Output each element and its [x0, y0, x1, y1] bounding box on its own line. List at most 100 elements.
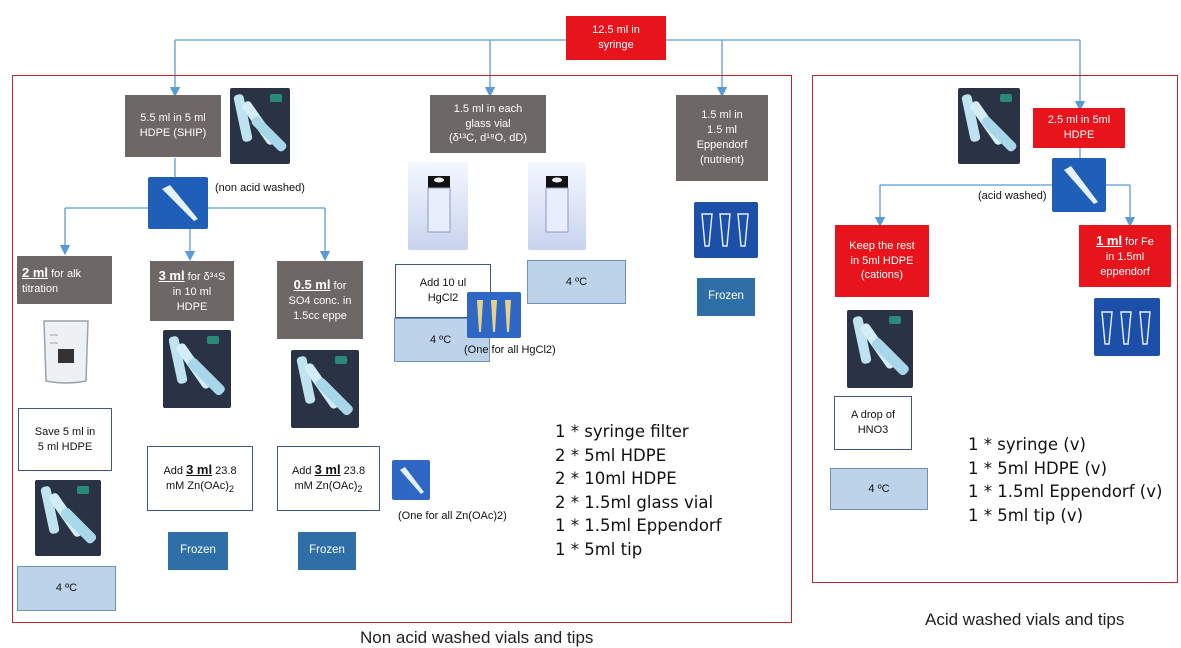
epp-line1: 1.5 ml in — [701, 109, 743, 122]
tube-photo-svg — [233, 94, 287, 152]
left-list-item: 1 * 1.5ml Eppendorf — [555, 516, 722, 535]
zn-b-line1: Add 3 ml 23.8 — [292, 461, 365, 479]
eppendorf-nutrient-box: 1.5 ml in 1.5 ml Eppendorf (nutrient) — [676, 95, 768, 181]
d34s-line3: HDPE — [176, 300, 208, 313]
pipette-tip-icon — [148, 177, 208, 229]
glass-vial-icon — [408, 162, 468, 250]
pipette-tip-icon — [392, 460, 430, 500]
vial-svg — [427, 176, 451, 233]
tube-photo-svg — [168, 336, 225, 396]
tube-photo-svg — [852, 316, 909, 376]
fe-amount: 1 ml — [1096, 233, 1123, 249]
alk-box-line2: titration — [22, 282, 59, 295]
keep-line2: in 5ml HDPE — [850, 254, 914, 267]
epp-line4: (nutrient) — [699, 153, 745, 166]
zn-a-formula: mM Zn(OAc) — [165, 480, 229, 493]
zn-note: (One for all Zn(OAc)2) — [398, 510, 507, 522]
eppendorf-tubes-icon — [1094, 298, 1160, 356]
tube-photo-svg — [40, 486, 97, 544]
tube-rack-photo-icon — [163, 330, 231, 408]
hgcl-line1: Add 10 ul — [419, 277, 467, 290]
fe-eppendorf-box: 1 ml for Fe in 1.5ml eppendorf — [1079, 225, 1171, 287]
glass-line1: 1.5 ml in each — [453, 102, 523, 115]
eppendorf-svg — [1101, 311, 1151, 345]
keep-line1: Keep the rest — [849, 239, 915, 252]
so4-line1: 0.5 ml for — [294, 276, 347, 294]
pipette-tip-icon — [1052, 158, 1106, 212]
right-list-item: 1 * 1.5ml Eppendorf (v) — [968, 482, 1163, 501]
alk-titration-box: 2 ml for alk titration — [17, 256, 112, 304]
non-acid-caption: Non acid washed vials and tips — [360, 628, 594, 647]
tube-photo-svg — [296, 356, 353, 416]
fe-line3: eppendorf — [1100, 265, 1150, 278]
zn-acetate-box-a: Add 3 ml 23.8 mM Zn(OAc)2 — [147, 446, 253, 511]
so4-amount: 0.5 ml — [293, 277, 331, 293]
left-list-item: 1 * 5ml tip — [555, 539, 643, 559]
zn-a-sub: 2 — [228, 484, 235, 495]
alk-amount: 2 ml — [22, 264, 49, 280]
tip-svg — [162, 185, 198, 221]
zn-a-post: 23.8 — [212, 465, 237, 478]
syringe-total-line2: syringe — [598, 39, 634, 51]
zn-a-amount: 3 ml — [186, 462, 213, 478]
tube-rack-photo-icon — [291, 350, 359, 428]
keep-line3: (cations) — [860, 269, 904, 282]
zn-a-pre: Add — [163, 465, 187, 478]
eppendorf-tubes-icon — [694, 202, 758, 258]
tube-photo-svg — [961, 94, 1017, 152]
alk-rest: for alk — [48, 267, 82, 280]
non-acid-note: (non acid washed) — [215, 182, 305, 194]
acid-region — [812, 75, 1178, 583]
right-supply-list: 1 * syringe (v) 1 * 5ml HDPE (v) 1 * 1.5… — [968, 433, 1162, 527]
zn-b-sub: 2 — [357, 484, 363, 495]
beaker-icon — [36, 315, 96, 387]
right-list-item: 1 * 5ml HDPE (v) — [968, 458, 1108, 478]
tube-rack-photo-icon — [847, 310, 913, 388]
frozen-box-a: Frozen — [168, 532, 228, 570]
acid-hdpe-line2: HDPE — [1063, 129, 1095, 141]
d34s-line1: 3 ml for δ³⁴S — [159, 267, 226, 285]
tips-svg — [477, 300, 511, 332]
acid-hdpe-line1: 2.5 ml in 5ml — [1047, 114, 1111, 127]
pipette-tip-icon — [467, 292, 521, 338]
tube-rack-photo-icon — [958, 88, 1020, 164]
save-line1: Save 5 ml in — [34, 425, 96, 438]
tube-rack-photo-icon — [230, 88, 290, 164]
temp-4c-right: 4 ºC — [830, 468, 928, 510]
left-supply-list: 1 * syringe filter 2 * 5ml HDPE 2 * 10ml… — [555, 420, 722, 561]
syringe-total-line1: 12.5 ml in — [592, 24, 640, 37]
frozen-box-b: Frozen — [298, 532, 356, 570]
glass-line2: glass vial — [465, 117, 511, 130]
d34s-line2: in 10 ml — [172, 286, 212, 299]
left-list-item: 2 * 10ml HDPE — [555, 469, 677, 488]
temp-4c-left: 4 ºC — [17, 566, 116, 611]
frozen-box-c: Frozen — [697, 278, 755, 316]
beaker-svg — [43, 320, 89, 384]
epp-line3: Eppendorf — [696, 139, 748, 151]
glass-vial-icon — [528, 162, 586, 250]
ship-box-line1: 5.5 ml in 5 ml — [140, 112, 206, 125]
fe-rest: for Fe — [1122, 236, 1154, 249]
hg-note: (One for all HgCl2) — [464, 344, 556, 356]
save-5ml-box: Save 5 ml in 5 ml HDPE — [18, 408, 112, 471]
temp-4c-mid-a: 4 ºC — [527, 260, 626, 304]
right-list-item: 1 * 5ml tip (v) — [968, 505, 1084, 525]
glass-vial-box: 1.5 ml in each glass vial (δ¹³C, d¹⁸O, d… — [430, 95, 546, 153]
fe-line1: 1 ml for Fe — [1096, 232, 1154, 250]
save-line2: 5 ml HDPE — [37, 440, 93, 453]
non-acid-region — [12, 75, 792, 623]
hno3-box: A drop of HNO3 — [834, 396, 912, 450]
hno3-line1: A drop of — [850, 409, 896, 422]
zn-b-pre: Add — [291, 465, 315, 478]
d34s-rest: for δ³⁴S — [184, 271, 226, 284]
zn-acetate-box-b: Add 3 ml 23.8 mM Zn(OAc)2 — [277, 446, 380, 511]
zn-b-line2: mM Zn(OAc)2 — [294, 479, 362, 496]
hgcl-line2: HgCl2 — [427, 292, 459, 304]
ship-box-line2: HDPE (SHIP) — [139, 127, 207, 139]
zn-a-line2: mM Zn(OAc)2 — [166, 479, 234, 496]
d34s-box: 3 ml for δ³⁴S in 10 ml HDPE — [150, 261, 234, 321]
so4-box: 0.5 ml for SO4 conc. in 1.5cc eppe — [277, 261, 363, 339]
syringe-total-box: 12.5 ml in syringe — [566, 16, 666, 60]
so4-line2: SO4 conc. in — [288, 295, 352, 308]
d34s-amount: 3 ml — [158, 268, 185, 284]
